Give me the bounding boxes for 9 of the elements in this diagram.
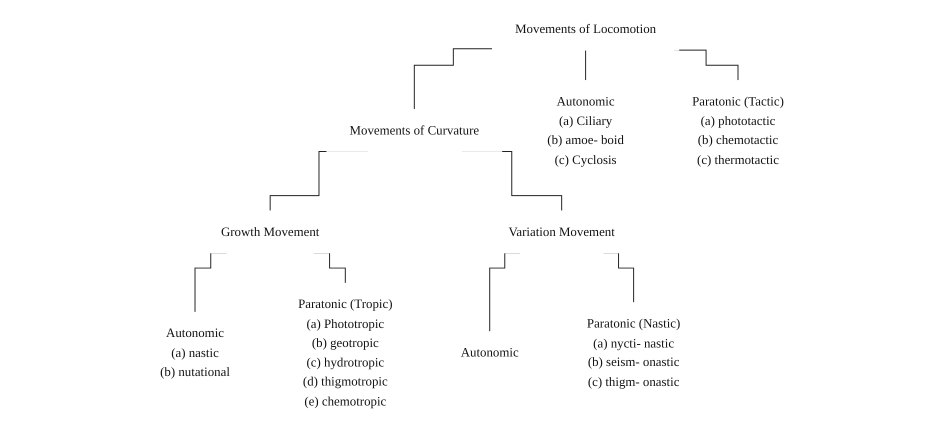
connector (414, 48, 493, 110)
connector (585, 50, 586, 81)
node-text: Paratonic (Nastic) (a) nycti- nastic (b) seism- onastic (c) thigm- onastic (586, 316, 680, 389)
node-text: Paratonic (Tactic) (a) phototactic (b) chemotactic (c) thermotactic (692, 94, 784, 166)
node-text: Movements of Locomotion (515, 22, 656, 36)
node-text: Autonomic (a) Ciliary (b) amoe- boid (c) Cyclosis (547, 94, 624, 166)
node-text: Autonomic (460, 345, 519, 360)
node-text: Paratonic (Tropic) (a) Phototropic (b) geotropic (c) hydrotropic (d) thigmotropic (e) chemotropic (298, 296, 392, 408)
node-text: Autonomic (a) nastic (b) nutational (160, 326, 230, 379)
